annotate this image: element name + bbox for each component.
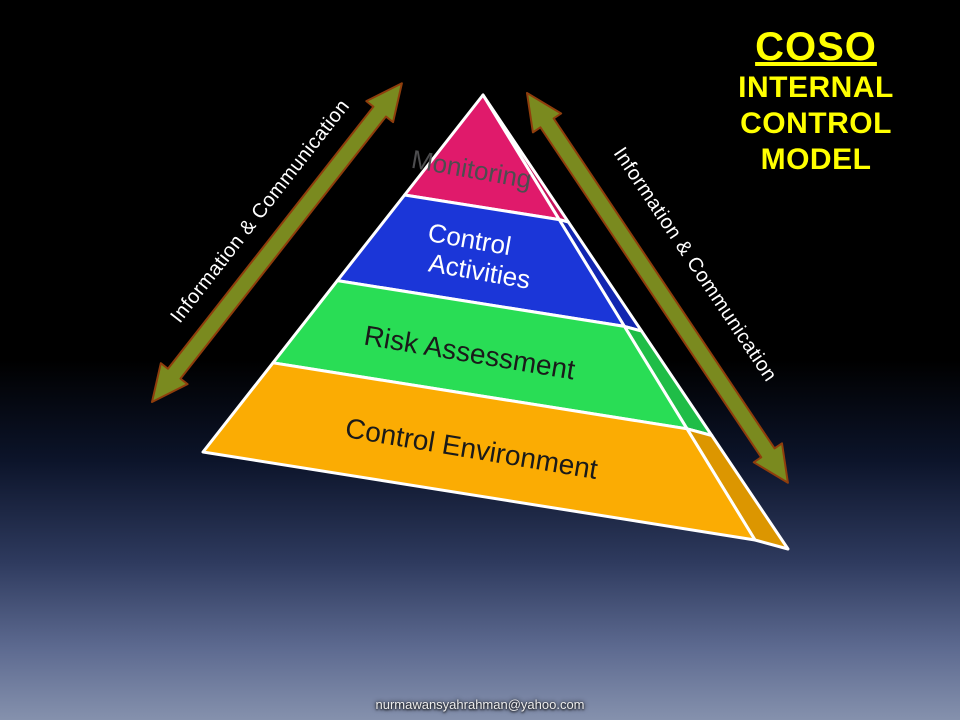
footer-email: nurmawansyahrahman@yahoo.com	[375, 697, 585, 712]
slide-subtitle-line-3: MODEL	[760, 143, 872, 176]
info-comm-arrow-right	[526, 92, 789, 484]
pyramid-layer-control-environment	[201, 361, 757, 542]
info-comm-arrow-left-label: Information & Communication	[166, 95, 354, 327]
title-block: COSO INTERNAL CONTROL MODEL	[698, 24, 934, 178]
slide-subtitle-line-2: CONTROL	[740, 107, 892, 140]
slide-title: COSO	[755, 25, 877, 69]
slide-subtitle-line-1: INTERNAL	[738, 71, 894, 104]
info-comm-arrow-left	[151, 82, 403, 403]
